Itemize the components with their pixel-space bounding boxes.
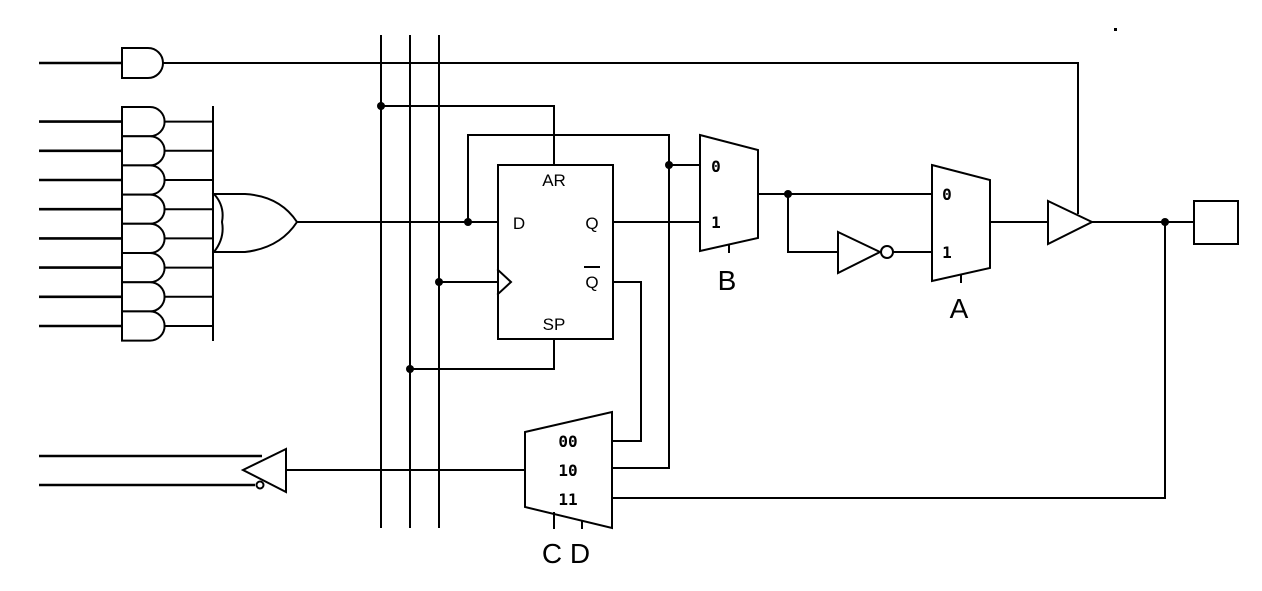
pin-q-bar: Q — [585, 273, 598, 292]
tristate-buffer — [1047, 199, 1095, 246]
pin-q: Q — [585, 214, 598, 233]
feedback-wire — [467, 134, 670, 469]
vertical-bus — [380, 35, 440, 528]
and-gate-array — [39, 106, 214, 342]
flip-flop-body — [497, 164, 614, 340]
mux-a: 0 1 A — [931, 163, 991, 324]
single-and-gate — [39, 47, 1079, 214]
or-gate — [211, 193, 299, 253]
sp-wire — [409, 338, 555, 370]
and-gate — [121, 135, 166, 167]
mux-a-in0: 0 — [942, 185, 952, 204]
d-flip-flop: AR D Q Q SP — [496, 164, 614, 340]
clock-triangle-icon — [496, 268, 513, 296]
q-bar-wire — [611, 281, 642, 442]
inverter-bubble — [880, 245, 894, 259]
and-gate — [121, 222, 166, 254]
input-buffer-triangle — [240, 447, 287, 494]
inverter — [837, 230, 933, 275]
ar-wire — [380, 105, 555, 166]
mux-a-label: A — [950, 293, 969, 324]
pin-ar: AR — [542, 171, 566, 190]
input-buffer — [39, 447, 287, 494]
pin-d: D — [513, 214, 525, 233]
mux-cd-in00: 00 — [558, 432, 577, 451]
mux-cd-in10: 10 — [558, 461, 577, 480]
mux-b-body — [699, 133, 759, 253]
pad-feedback-wire — [611, 221, 1166, 499]
mux-cd: 00 10 11 C D — [524, 410, 613, 569]
inverter-input-wire — [787, 193, 839, 253]
mux-b-label: B — [718, 265, 737, 296]
mux-cd-in11: 11 — [558, 490, 577, 509]
pin-sp: SP — [543, 315, 566, 334]
mux-b: 0 1 B — [699, 133, 759, 296]
enable-wire — [162, 62, 1079, 214]
and-gate-top — [121, 47, 164, 79]
enable-bubble — [255, 480, 265, 490]
inverter-triangle — [837, 230, 883, 275]
mux-cd-body — [524, 410, 613, 530]
mux-a-in1: 1 — [942, 243, 952, 262]
and-gate — [121, 310, 166, 342]
and-gate — [121, 193, 166, 225]
mux-cd-label-c: C — [542, 538, 562, 569]
mux-cd-label-d: D — [570, 538, 590, 569]
stray-mark — [1114, 28, 1117, 31]
mux-b-in0: 0 — [711, 157, 721, 176]
mux-b-in1: 1 — [711, 213, 721, 232]
and-gate — [121, 281, 166, 313]
and-gate — [121, 164, 166, 196]
and-gate — [121, 252, 166, 284]
output-pad — [1193, 200, 1239, 245]
and-gate — [121, 106, 166, 138]
mux-a-body — [931, 163, 991, 283]
